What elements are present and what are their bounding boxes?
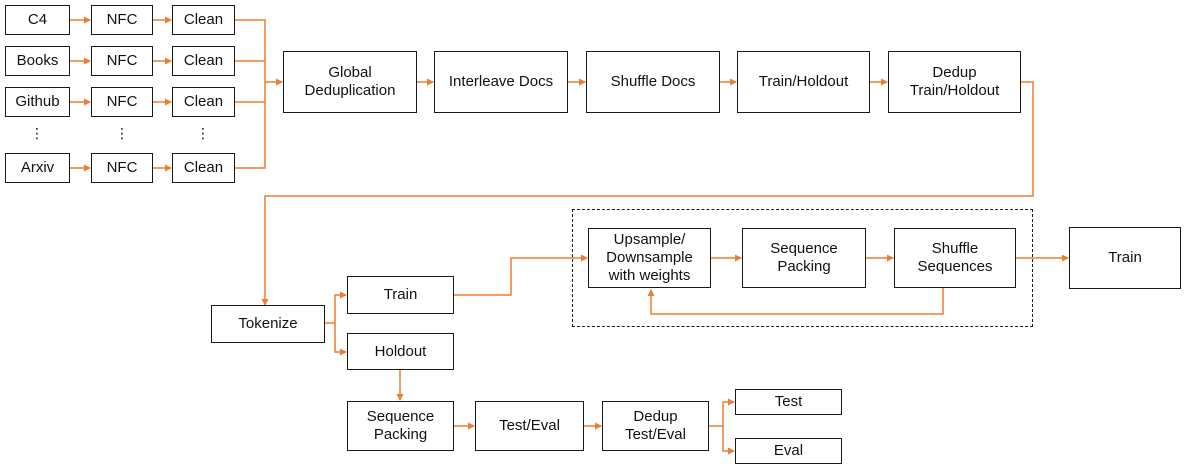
upsample-box: Upsample/ Downsample with weights	[588, 228, 711, 288]
train-final-label: Train	[1108, 249, 1142, 266]
clean-box-1: Clean	[172, 5, 235, 35]
test-eval-label: Test/Eval	[499, 417, 560, 434]
train-split-box: Train	[347, 276, 454, 314]
eval-label: Eval	[773, 442, 804, 459]
global-dedup-label: Global Deduplication	[304, 64, 396, 99]
arrow-dedup-test	[709, 398, 735, 427]
tokenize-label: Tokenize	[238, 315, 298, 332]
shuffle-sequences-box: Shuffle Sequences	[894, 228, 1016, 288]
dedup-train-holdout-label: Dedup Train/Holdout	[909, 64, 1000, 99]
shuffle-docs-box: Shuffle Docs	[586, 51, 720, 113]
arrow-tokenize-train	[325, 291, 347, 324]
test-eval-box: Test/Eval	[475, 401, 584, 451]
clean-label-2: Clean	[183, 52, 224, 69]
train-split-label: Train	[383, 286, 418, 303]
clean-box-3: Clean	[172, 87, 235, 117]
interleave-docs-label: Interleave Docs	[448, 73, 554, 90]
sequence-packing-box: Sequence Packing	[742, 228, 866, 288]
holdout-sequence-packing-box: Sequence Packing	[347, 401, 454, 451]
test-label: Test	[774, 393, 803, 410]
tokenize-box: Tokenize	[211, 305, 325, 343]
train-final-box: Train	[1069, 227, 1181, 289]
sequence-processing-group	[572, 209, 1033, 327]
nfc-ellipsis: ⋮	[115, 125, 129, 141]
source-arxiv-label: Arxiv	[20, 159, 55, 176]
shuffle-docs-label: Shuffle Docs	[610, 73, 696, 90]
clean-label-3: Clean	[183, 93, 224, 110]
clean-box-2: Clean	[172, 46, 235, 76]
nfc-label-1: NFC	[106, 11, 138, 28]
nfc-box-2: NFC	[91, 46, 153, 76]
train-holdout-label: Train/Holdout	[758, 73, 849, 90]
source-github-label: Github	[15, 93, 60, 110]
merge-line-1	[235, 19, 266, 169]
nfc-label-2: NFC	[106, 52, 138, 69]
eval-box: Eval	[735, 438, 842, 464]
train-holdout-box: Train/Holdout	[737, 51, 870, 113]
source-github-box: Github	[5, 87, 70, 117]
nfc-label-4: NFC	[106, 159, 138, 176]
nfc-box-1: NFC	[91, 5, 153, 35]
upsample-label: Upsample/ Downsample with weights	[606, 231, 693, 284]
clean-ellipsis: ⋮	[196, 125, 210, 141]
sequence-packing-label: Sequence Packing	[770, 240, 838, 275]
interleave-docs-box: Interleave Docs	[434, 51, 568, 113]
nfc-box-4: NFC	[91, 153, 153, 183]
arrow-tokenize-holdout	[334, 323, 347, 356]
clean-box-4: Clean	[172, 153, 235, 183]
holdout-sequence-packing-label: Sequence Packing	[366, 408, 435, 443]
dedup-test-eval-label: Dedup Test/Eval	[625, 408, 686, 443]
holdout-split-box: Holdout	[347, 333, 454, 370]
arrow-train-upsample	[454, 254, 588, 296]
arrow-feedback-loop	[647, 288, 944, 315]
global-dedup-box: Global Deduplication	[283, 51, 417, 113]
source-books-label: Books	[16, 52, 59, 69]
clean-label-1: Clean	[183, 11, 224, 28]
holdout-split-label: Holdout	[374, 342, 427, 360]
source-arxiv-box: Arxiv	[5, 153, 70, 183]
arrow-dedup-tokenize	[261, 81, 1034, 306]
dedup-train-holdout-box: Dedup Train/Holdout	[888, 51, 1021, 113]
nfc-label-3: NFC	[106, 93, 138, 110]
source-c4-box: C4	[5, 5, 70, 35]
arrow-dedup-eval	[722, 426, 735, 455]
source-c4-label: C4	[27, 11, 48, 28]
clean-label-4: Clean	[183, 159, 224, 176]
dedup-test-eval-box: Dedup Test/Eval	[602, 401, 709, 451]
test-box: Test	[735, 389, 842, 415]
shuffle-sequences-label: Shuffle Sequences	[917, 240, 993, 275]
source-books-box: Books	[5, 46, 70, 76]
source-ellipsis: ⋮	[30, 125, 44, 141]
nfc-box-3: NFC	[91, 87, 153, 117]
